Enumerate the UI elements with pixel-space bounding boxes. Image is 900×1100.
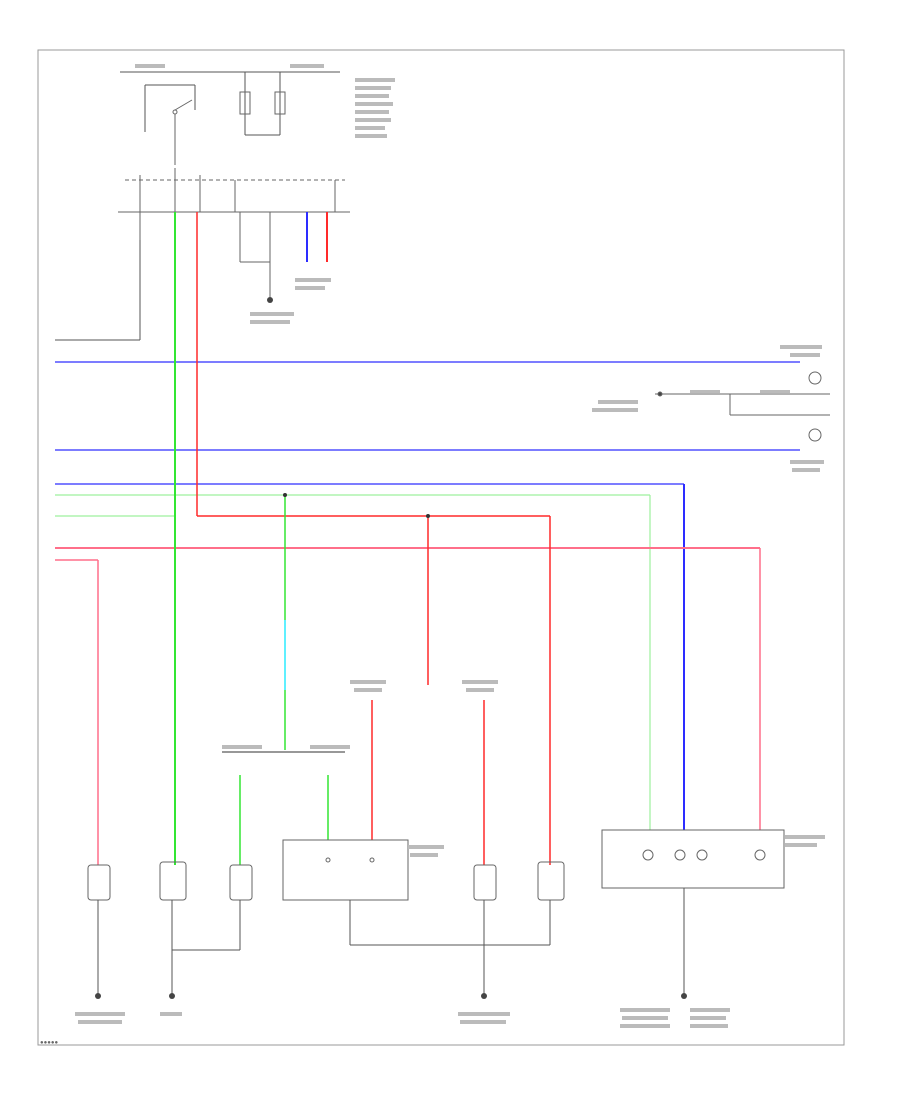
- right-connector: [655, 391, 830, 416]
- ground-symbol-4: [681, 993, 687, 999]
- bottom-ground-wires: [97, 888, 685, 995]
- right-lamp-1: [808, 371, 822, 385]
- ground-symbol-2: [169, 993, 175, 999]
- text-blocks-bottom: [75, 680, 825, 1028]
- bottom-lamp-5: [537, 861, 565, 901]
- bottom-lamp-2: [159, 861, 187, 901]
- connector-pins-top: [139, 180, 336, 300]
- bottom-lamp-3: [229, 864, 253, 901]
- text-blocks-top: [135, 64, 395, 324]
- bottom-switch-box: [282, 839, 409, 901]
- diagram-border: [37, 49, 845, 1046]
- splice-green: [283, 493, 287, 497]
- ground-symbol-1: [95, 993, 101, 999]
- fuse-block: [239, 91, 286, 115]
- bottom-right-module: [601, 829, 785, 889]
- figure-code: ●●●●●: [40, 1040, 59, 1046]
- bottom-lamp-4: [473, 864, 497, 901]
- right-lamp-2: [808, 428, 822, 442]
- bottom-lamp-1: [87, 864, 111, 901]
- ground-symbol-top: [267, 297, 273, 303]
- text-blocks-right: [592, 345, 824, 472]
- relay-switch: [118, 99, 350, 213]
- top-power-feed: [120, 71, 340, 136]
- ground-symbol-3: [481, 993, 487, 999]
- splice-red: [426, 514, 430, 518]
